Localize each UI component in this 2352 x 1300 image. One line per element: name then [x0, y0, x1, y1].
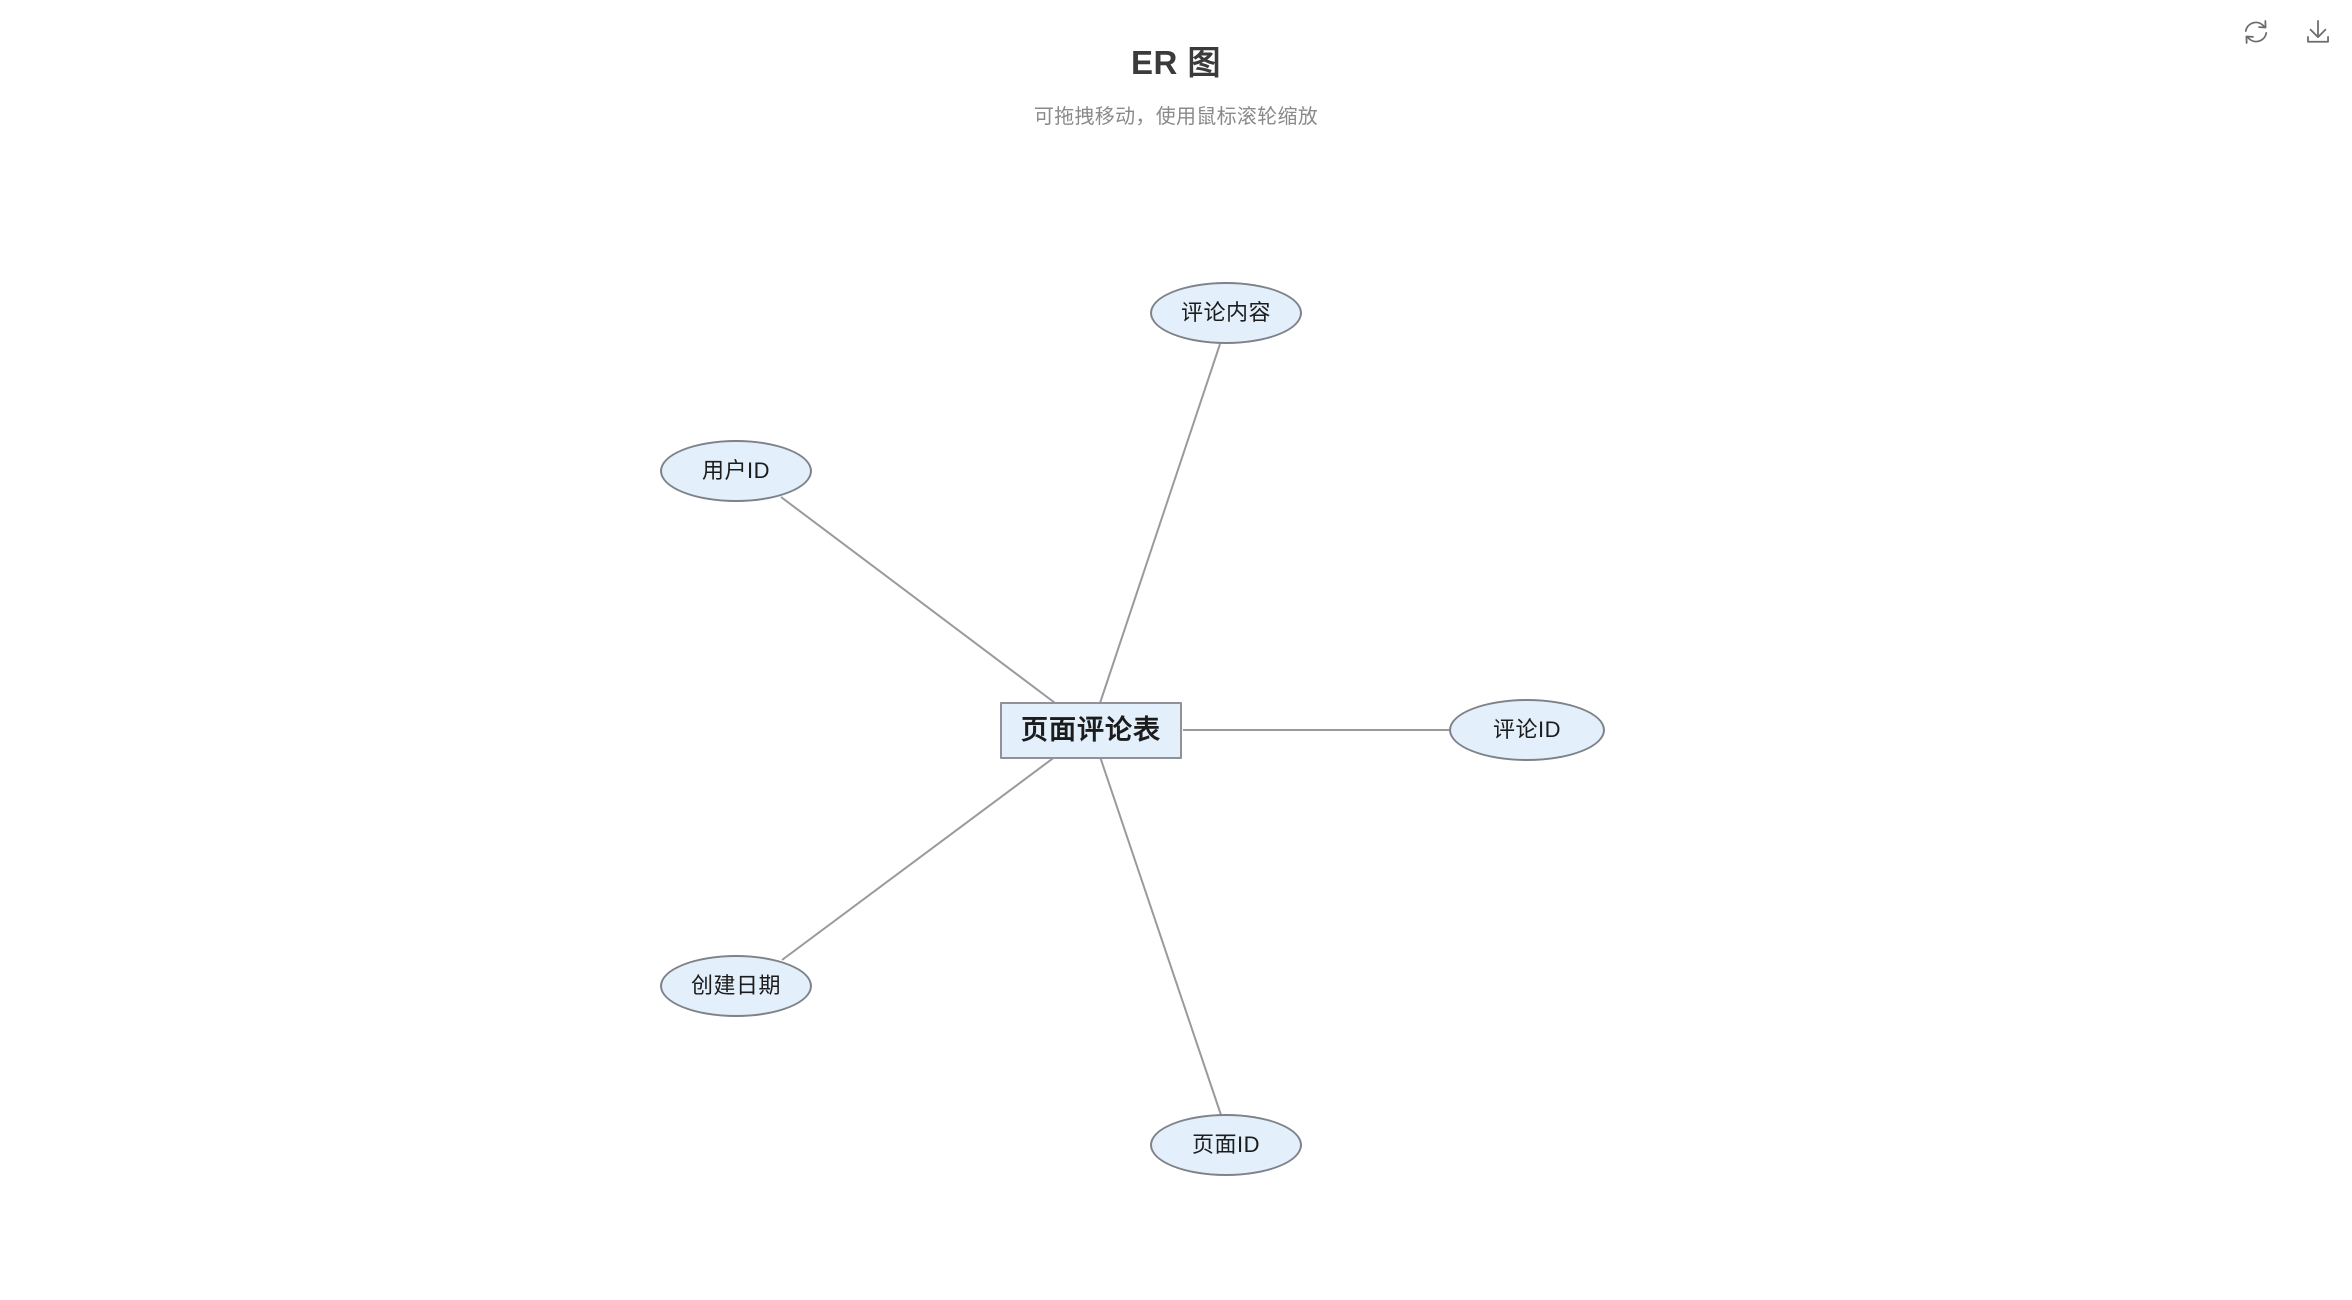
attribute-label: 评论内容 — [1180, 300, 1271, 325]
entity-node-page-comment-table[interactable]: 页面评论表 — [1000, 702, 1182, 759]
entity-label: 页面评论表 — [1021, 715, 1161, 745]
edge-line — [781, 729, 1092, 961]
attribute-node-user-id[interactable]: 用户ID — [660, 440, 812, 502]
attribute-label: 用户ID — [701, 458, 770, 483]
edge-line — [1090, 729, 1222, 1116]
attribute-label: 评论ID — [1492, 717, 1561, 742]
attribute-node-page-id[interactable]: 页面ID — [1150, 1114, 1302, 1176]
refresh-icon — [2242, 18, 2270, 46]
toolbar — [2236, 12, 2338, 52]
attribute-node-comment-content[interactable]: 评论内容 — [1150, 282, 1302, 344]
reset-view-button[interactable] — [2236, 12, 2276, 52]
attribute-label: 创建日期 — [690, 973, 781, 998]
download-image-button[interactable] — [2298, 12, 2338, 52]
edge-line — [1090, 343, 1221, 731]
download-icon — [2304, 18, 2332, 46]
attribute-label: 页面ID — [1191, 1132, 1260, 1157]
attribute-node-comment-id[interactable]: 评论ID — [1449, 699, 1605, 761]
edge-line — [780, 496, 1092, 731]
attribute-node-create-date[interactable]: 创建日期 — [660, 955, 812, 1017]
